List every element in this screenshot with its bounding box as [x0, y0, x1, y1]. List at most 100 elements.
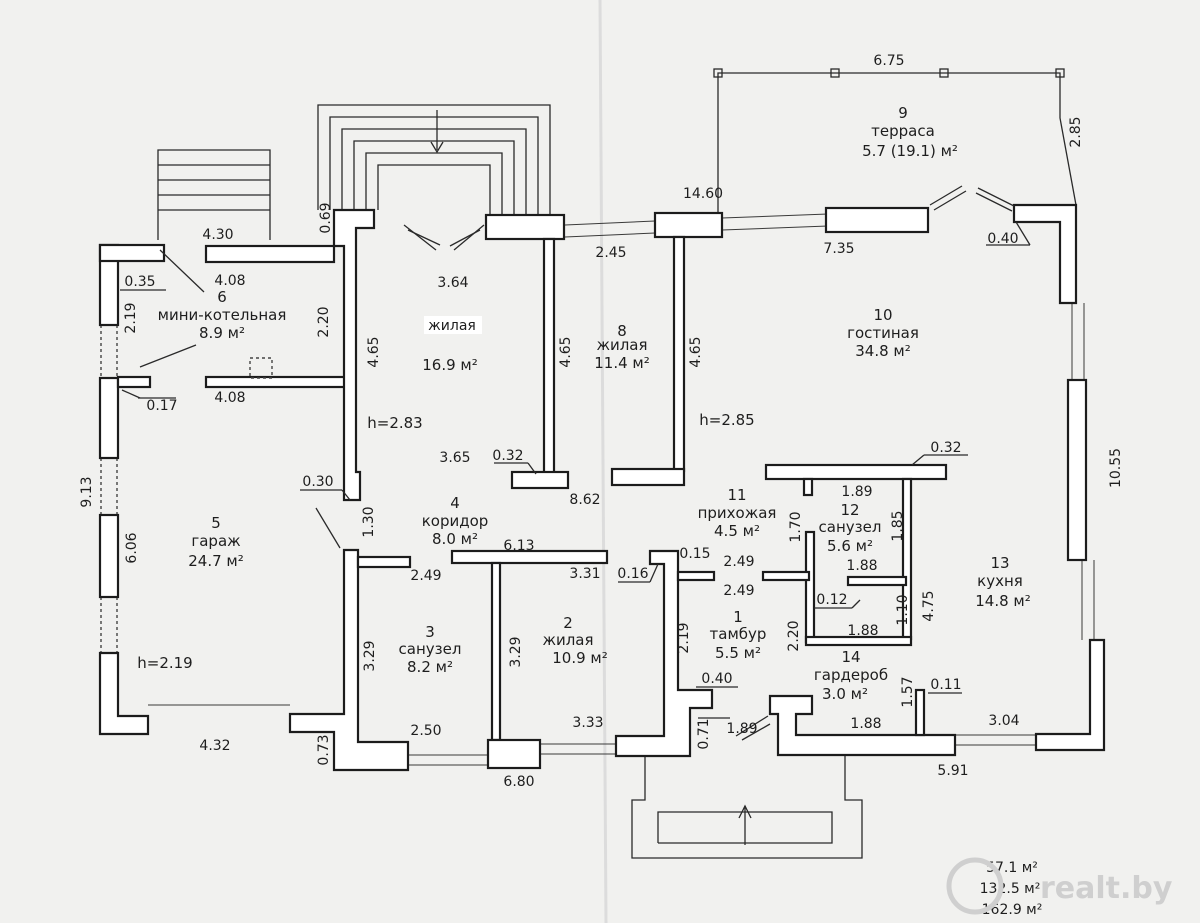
dim-label: 4.08	[214, 273, 245, 289]
dim-label: 0.69	[318, 202, 334, 233]
dim-label: 0.32	[930, 440, 961, 456]
dim-label: 1.88	[847, 623, 878, 639]
dim-label: 2.49	[723, 554, 754, 570]
room-13-name: кухня	[977, 572, 1023, 590]
dim-label: 1.85	[890, 510, 906, 541]
height-lounge: h=2.85	[699, 411, 754, 429]
room-13-area: 14.8 м²	[975, 592, 1031, 610]
stairs-boiler	[157, 149, 271, 240]
room-14-area: 3.0 м²	[822, 685, 868, 703]
dim-label: 2.19	[123, 302, 139, 333]
dim-label: 2.20	[316, 306, 332, 337]
dim-label: 2.45	[595, 245, 626, 261]
dim-label: 0.11	[930, 677, 961, 693]
room-3-name: санузел	[399, 640, 462, 658]
room-4-number: 4	[450, 494, 460, 512]
dim-label: 0.40	[701, 671, 732, 687]
watermark-text: realt.by	[1040, 871, 1173, 906]
dim-label: 4.08	[214, 390, 245, 406]
room-3-number: 3	[425, 623, 435, 641]
room-1-area: 5.5 м²	[715, 644, 761, 662]
room-13-number: 13	[990, 554, 1009, 572]
dim-label: 1.10	[895, 594, 911, 625]
room-5-area: 24.7 м²	[188, 552, 244, 570]
dim-label: 0.17	[146, 398, 177, 414]
dim-label: 10.55	[1108, 448, 1124, 488]
dim-label: 1.30	[361, 506, 377, 537]
dim-label: 2.49	[723, 583, 754, 599]
room-7-name-highlight	[424, 316, 482, 334]
dim-label: 6.06	[124, 532, 140, 563]
dim-label: 4.65	[366, 336, 382, 367]
dim-label: 4.65	[688, 336, 704, 367]
dim-label: 1.70	[788, 511, 804, 542]
dim-label: 1.89	[726, 721, 757, 737]
dim-label: 1.88	[846, 558, 877, 574]
dim-label: 0.15	[679, 546, 710, 562]
dim-label: 14.60	[683, 186, 723, 202]
room-14-number: 14	[841, 648, 860, 666]
dim-label: 5.91	[937, 763, 968, 779]
dim-label: 0.40	[987, 231, 1018, 247]
dim-label: 1.89	[841, 484, 872, 500]
dim-label: 2.20	[786, 620, 802, 651]
dim-label: 0.30	[302, 474, 333, 490]
room-4-name: коридор	[422, 512, 489, 530]
room-5-number: 5	[211, 514, 221, 532]
dim-label: 3.31	[569, 566, 600, 582]
room-12-number: 12	[840, 501, 859, 519]
dimensions: 6.75 14.60 4.30 0.40 7.35 2.45 3.64 0.35…	[79, 53, 1124, 790]
room-10-number: 10	[873, 306, 892, 324]
room-5-name: гараж	[191, 532, 240, 550]
dim-label: 6.80	[503, 774, 534, 790]
room-8-area: 11.4 м²	[594, 354, 650, 372]
dim-label: 2.19	[676, 622, 692, 653]
room-4-area: 8.0 м²	[432, 530, 478, 548]
dim-label: 3.04	[988, 713, 1019, 729]
room-12-area: 5.6 м²	[827, 537, 873, 555]
room-9-number: 9	[898, 104, 908, 122]
walls	[98, 203, 1106, 772]
room-11-area: 4.5 м²	[714, 522, 760, 540]
dim-label: 2.49	[410, 568, 441, 584]
room-2-name: жилая	[542, 631, 593, 649]
stairs-top	[317, 104, 551, 215]
room-labels: 6 мини-котельная 8.9 м² 5 гараж 24.7 м² …	[158, 104, 1031, 703]
watermark-logo-icon	[946, 857, 1004, 915]
room-11-name: прихожая	[698, 504, 777, 522]
height-garage: h=2.19	[137, 654, 192, 672]
room-6-number: 6	[217, 288, 227, 306]
dim-label: 3.29	[362, 640, 378, 671]
dim-label: 1.88	[850, 716, 881, 732]
dim-label: 8.62	[569, 492, 600, 508]
room-9-area: 5.7 (19.1) м²	[862, 142, 958, 160]
room-7-area: 16.9 м²	[422, 356, 478, 374]
dimension-leaders	[120, 221, 1031, 719]
room-1-number: 1	[733, 608, 743, 626]
room-1-name: тамбур	[710, 625, 767, 643]
dim-label: 9.13	[79, 476, 95, 507]
watermark: realt.by	[946, 857, 1173, 915]
dim-label: 4.32	[199, 738, 230, 754]
dim-label: 2.50	[410, 723, 441, 739]
terrace-outline	[713, 68, 1077, 215]
dim-label: 0.73	[316, 734, 332, 765]
room-10-name: гостиная	[847, 324, 919, 342]
dim-label: 3.64	[437, 275, 468, 291]
dim-label: 6.75	[873, 53, 904, 69]
room-8-name: жилая	[596, 336, 647, 354]
dim-label: 3.65	[439, 450, 470, 466]
dim-label: 3.29	[508, 636, 524, 667]
room-12-name: санузел	[819, 518, 882, 536]
dim-label: 1.57	[900, 676, 916, 707]
room-2-number: 2	[563, 614, 573, 632]
room-7-name: жилая	[428, 318, 476, 334]
dim-label: 2.85	[1068, 116, 1084, 147]
dim-label: 0.71	[696, 718, 712, 749]
room-9-name: терраса	[871, 122, 935, 140]
room-10-area: 34.8 м²	[855, 342, 911, 360]
room-6-name: мини-котельная	[158, 306, 287, 324]
dim-label: 4.30	[202, 227, 233, 243]
room-2-area: 10.9 м²	[552, 649, 608, 667]
